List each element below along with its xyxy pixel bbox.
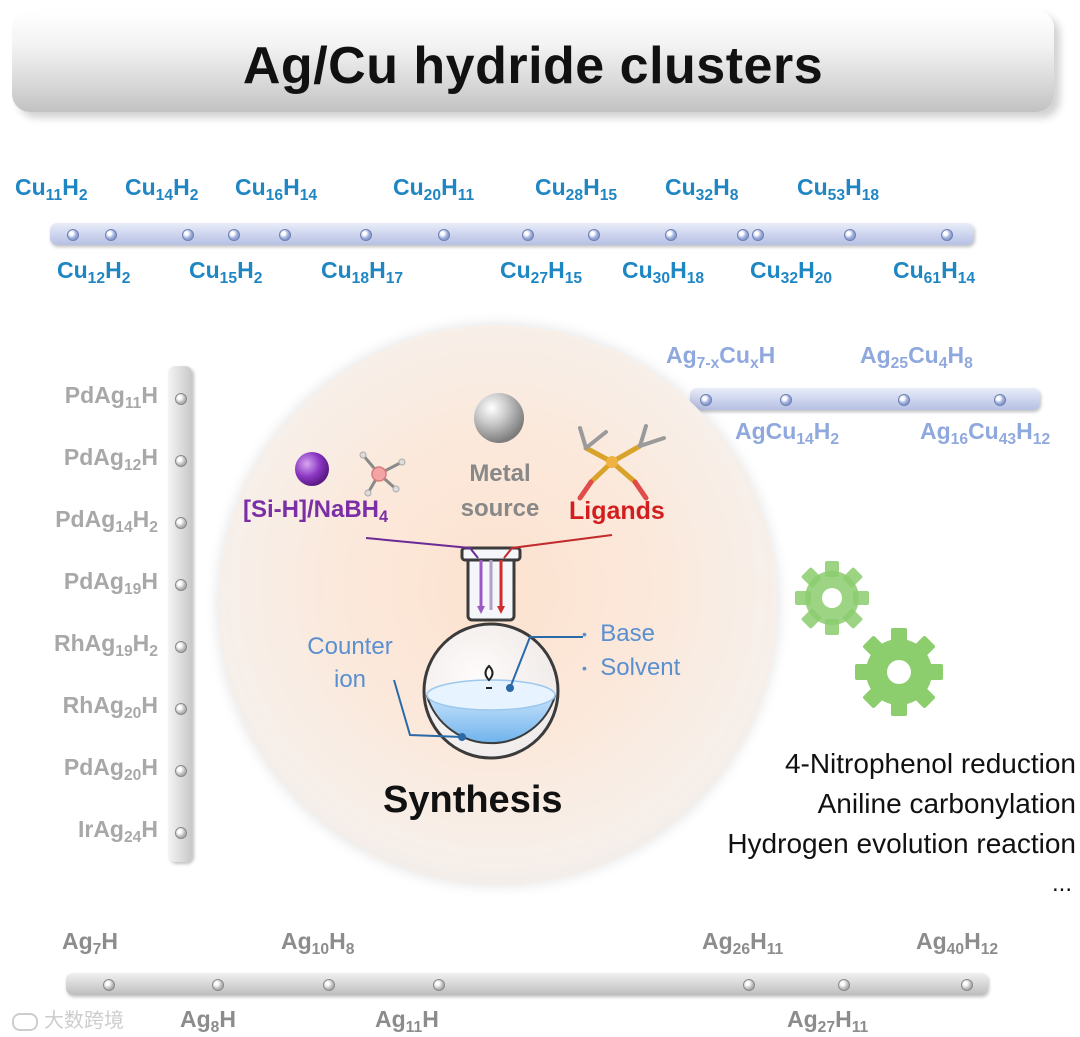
track-node [780,394,792,406]
track-node [279,229,291,241]
counter-ion-leader-line [393,679,463,738]
track-node [67,229,79,241]
cluster-formula-label: PdAg19H [63,568,158,598]
cluster-formula-label: Cu12H2 [57,257,131,287]
application-item: Hydrogen evolution reaction [727,828,1076,859]
cluster-formula-label: Cu15H2 [189,257,263,287]
cluster-formula-label: AgCu14H2 [735,418,840,448]
counter-ion-label: Counter ion [307,633,393,693]
track-node [175,641,187,653]
track-node [182,229,194,241]
cluster-formula-label: Cu18H17 [321,257,404,287]
track-node [838,979,850,991]
small-gear-icon [795,561,869,635]
cluster-formula-label: IrAg24H [77,816,158,846]
metal-source-icon [474,393,524,443]
solvent-item: • Solvent [582,654,681,682]
doped-track-bar [168,366,192,862]
metal-source-label: Metal source [460,460,540,522]
cluster-formula-label: Cu27H15 [500,257,583,287]
application-item: Aniline carbonylation [817,788,1076,819]
track-node [103,979,115,991]
cluster-formula-label: Ag8H [180,1006,236,1036]
track-node [175,455,187,467]
synthesis-title: Synthesis [383,779,563,821]
application-ellipsis: ... [1051,870,1072,897]
cluster-formula-label: Cu28H15 [535,174,618,204]
cluster-formula-label: Ag27H11 [787,1006,869,1036]
watermark-text: 大数跨境 [12,1004,124,1033]
track-node [433,979,445,991]
cluster-formula-label: Cu32H8 [665,174,739,204]
track-node [898,394,910,406]
cluster-formula-label: RhAg19H2 [53,630,158,660]
hydride-source-icon [295,452,329,486]
cluster-formula-label: RhAg20H [62,692,158,722]
track-node [737,229,749,241]
track-node [752,229,764,241]
ag-track-bar [66,973,988,995]
cluster-formula-label: Cu32H20 [750,257,833,287]
agcu-track-bar [690,388,1040,410]
cluster-formula-label: Ag7H [62,928,118,958]
track-node [522,229,534,241]
reaction-flask-icon [422,546,560,760]
track-node [941,229,953,241]
track-node [175,393,187,405]
cluster-formula-label: Ag40H12 [916,928,999,958]
track-node [588,229,600,241]
hydride-leader-line [365,537,479,559]
cluster-formula-label: Cu61H14 [893,257,976,287]
track-node [360,229,372,241]
title-banner: Ag/Cu hydride clusters [12,10,1054,112]
track-node [700,394,712,406]
base-solvent-leader-line [509,636,583,689]
ligands-label: Ligands [569,497,665,525]
track-node [212,979,224,991]
hydride-source-label: [Si-H]/NaBH4 [243,496,389,527]
track-node [438,229,450,241]
cluster-formula-label: PdAg11H [64,382,158,412]
cluster-formula-label: Cu53H18 [797,174,880,204]
cluster-formula-label: Cu16H14 [235,174,318,204]
large-gear-icon [855,628,943,716]
track-node [743,979,755,991]
figure-title: Ag/Cu hydride clusters [242,37,824,95]
base-solvent-list: • Base • Solvent [582,617,680,685]
ligand-leader-line [503,534,613,559]
track-node [175,517,187,529]
cluster-formula-label: Ag10H8 [281,928,355,958]
cluster-formula-label: PdAg14H2 [55,506,158,536]
track-node [323,979,335,991]
borohydride-molecule-icon [359,451,406,497]
cluster-formula-label: Ag16Cu43H12 [920,418,1051,448]
cluster-formula-label: Ag25Cu4H8 [860,342,973,372]
track-node [175,703,187,715]
track-node [175,827,187,839]
cluster-formula-label: PdAg12H [63,444,158,474]
track-node [105,229,117,241]
cluster-formula-label: Ag26H11 [702,928,784,958]
track-node [175,765,187,777]
cluster-formula-label: Cu30H18 [622,257,705,287]
cluster-formula-label: Cu20H11 [393,174,475,204]
track-node [961,979,973,991]
track-node [228,229,240,241]
track-node [175,579,187,591]
track-node [844,229,856,241]
cluster-formula-label: PdAg20H [63,754,158,784]
cluster-formula-label: Cu14H2 [125,174,199,204]
ligand-molecule-icon [577,424,666,501]
cluster-formula-label: Ag11H [375,1006,439,1036]
track-node [994,394,1006,406]
watermark-logo-icon [12,1012,38,1031]
track-node [665,229,677,241]
cluster-formula-label: Ag7-xCuxH [666,342,776,372]
application-item: 4-Nitrophenol reduction [784,748,1076,779]
base-item: • Base [582,620,655,647]
cluster-formula-label: Cu11H2 [15,174,88,204]
